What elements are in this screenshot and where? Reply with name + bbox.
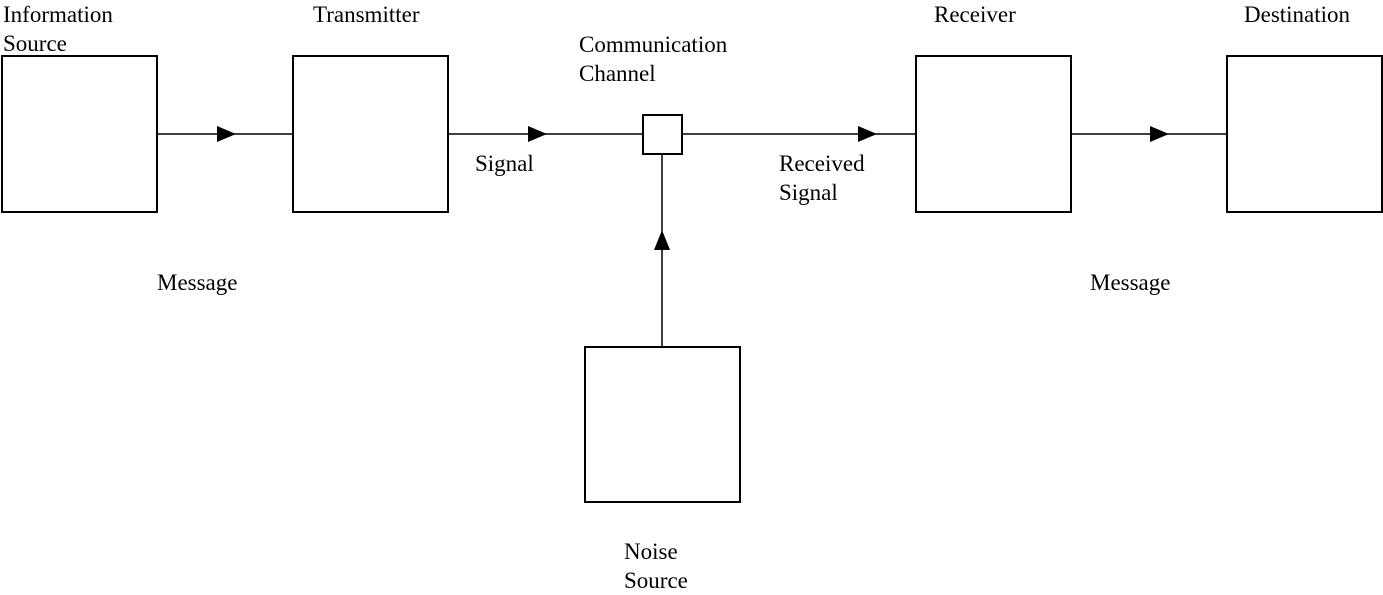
- arrowhead-receiver-to-destination: [1150, 126, 1169, 142]
- label-receiver: Receiver: [934, 0, 1016, 29]
- label-received-signal-line2: Signal: [779, 180, 838, 205]
- label-signal: Signal: [475, 149, 534, 178]
- label-channel-line2: Channel: [579, 61, 656, 86]
- arrowhead-channel-to-receiver: [858, 126, 877, 142]
- label-destination-line1: Destination: [1244, 2, 1351, 27]
- label-destination: Destination: [1244, 0, 1350, 29]
- label-transmitter-line1: Transmitter: [313, 2, 420, 27]
- label-noise-source: Noise Source: [624, 537, 688, 595]
- block-noise-source: [584, 346, 741, 503]
- label-noise-source-line2: Source: [624, 568, 688, 593]
- block-destination: [1226, 55, 1383, 213]
- arrowhead-source-to-transmitter: [217, 126, 236, 142]
- label-channel-line1: Communication: [579, 32, 728, 57]
- label-message-right: Message: [1090, 268, 1170, 297]
- label-message-left-text: Message: [157, 270, 238, 295]
- label-message-left: Message: [157, 268, 237, 297]
- block-receiver: [915, 55, 1072, 213]
- block-transmitter: [292, 55, 449, 213]
- arrowhead-transmitter-to-channel: [528, 126, 547, 142]
- label-receiver-line1: Receiver: [934, 2, 1016, 27]
- label-noise-source-line1: Noise: [624, 539, 678, 564]
- label-received-signal-line1: Received: [779, 151, 865, 176]
- label-channel: Communication Channel: [579, 30, 727, 88]
- label-signal-text: Signal: [475, 151, 534, 176]
- label-transmitter: Transmitter: [313, 0, 420, 29]
- arrowhead-noise-to-channel: [654, 230, 670, 250]
- label-information-source-line1: Information: [3, 2, 113, 27]
- block-channel: [642, 114, 683, 155]
- label-message-right-text: Message: [1090, 270, 1171, 295]
- label-received-signal: Received Signal: [779, 149, 865, 207]
- label-information-source-line2: Source: [3, 31, 67, 56]
- block-information-source: [1, 55, 158, 213]
- label-information-source: Information Source: [3, 0, 113, 58]
